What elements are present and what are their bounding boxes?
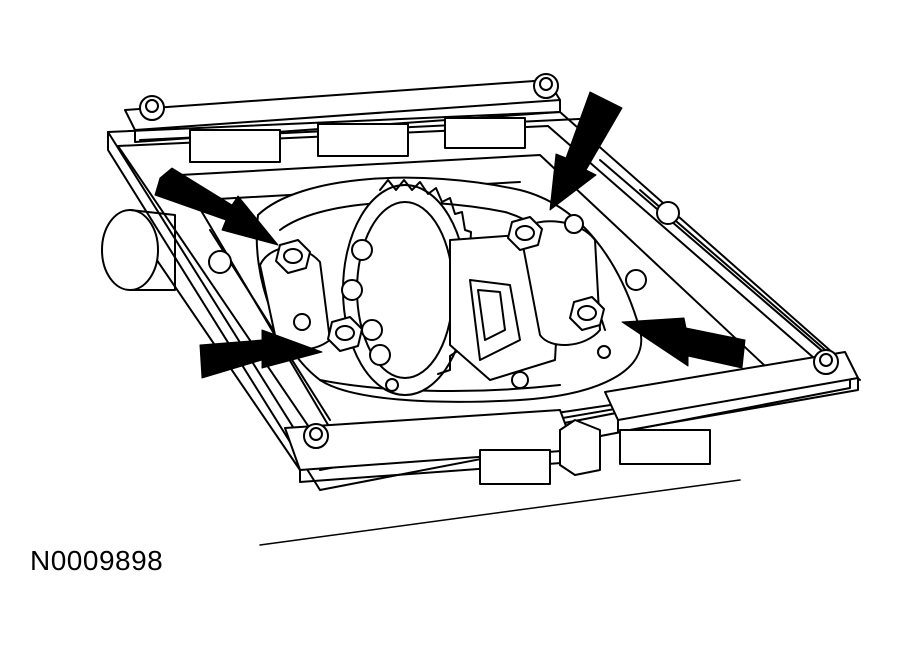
- arrow-top-right: [549, 91, 623, 211]
- bearing-cap-bolt-lower-left: [327, 316, 363, 352]
- arrow-upper-left: [154, 167, 279, 246]
- side-cylinder: [101, 209, 176, 291]
- bearing-cap-bolt-upper-right: [507, 216, 543, 251]
- bearing-cap-bolts: [275, 216, 605, 352]
- bearing-cap-bolt-lower-right: [569, 296, 605, 331]
- figure-id-label: N0009898: [30, 545, 164, 576]
- pointer-arrows: [154, 91, 746, 379]
- top-crossbar: [124, 79, 561, 163]
- arrow-lower-right: [621, 317, 746, 369]
- arrow-lower-left: [199, 329, 323, 379]
- bottom-crossbar: [284, 351, 859, 485]
- bearing-cap-bolt-upper-left: [275, 239, 311, 274]
- frame-bolts: [139, 73, 839, 449]
